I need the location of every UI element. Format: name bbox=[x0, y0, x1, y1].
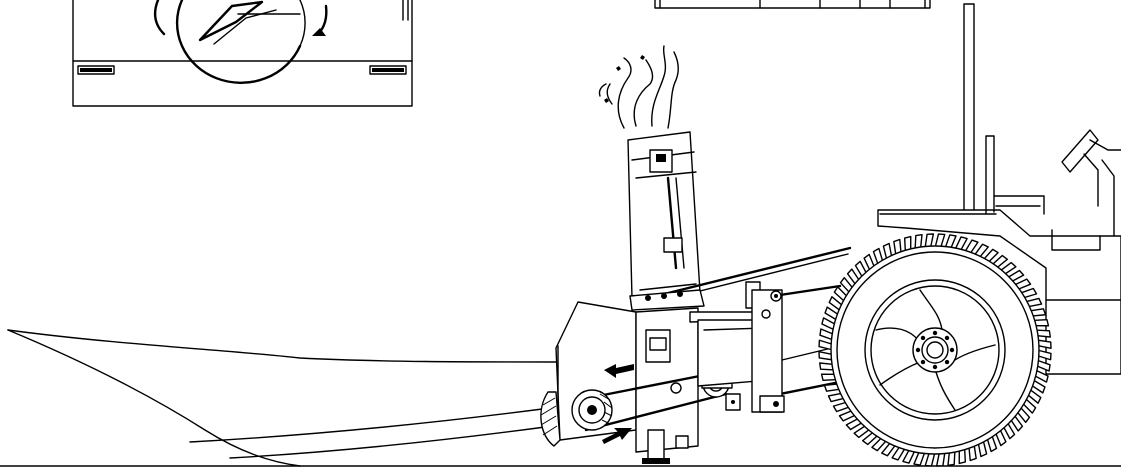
lug-nut bbox=[932, 330, 938, 336]
inset-frame bbox=[72, 0, 413, 107]
skid-shoe bbox=[647, 429, 665, 461]
lug-nut bbox=[915, 347, 921, 353]
hitch-linkage bbox=[629, 246, 852, 413]
wheel-spokes bbox=[875, 289, 996, 411]
snow-spray bbox=[598, 45, 679, 129]
tractor-hood bbox=[877, 209, 1121, 375]
lug-nuts bbox=[915, 330, 955, 370]
top-panel-fragment bbox=[654, 0, 931, 9]
rotation-arrowhead bbox=[312, 28, 326, 36]
front-tire bbox=[818, 233, 1052, 467]
impeller-blade bbox=[198, 0, 264, 42]
lug-nut bbox=[920, 359, 926, 365]
inset-feet bbox=[77, 65, 407, 75]
snow-drift bbox=[7, 329, 561, 467]
inset-detail bbox=[72, 0, 413, 107]
lift-frame bbox=[751, 289, 783, 413]
lug-nut bbox=[920, 335, 926, 341]
rops-bar bbox=[963, 3, 975, 211]
lug-nut bbox=[944, 335, 950, 341]
lug-nut bbox=[944, 359, 950, 365]
belt-direction-arrow-bottom bbox=[602, 428, 632, 444]
lug-nut bbox=[932, 364, 938, 370]
tractor-body bbox=[877, 3, 1121, 375]
lug-nut bbox=[949, 347, 955, 353]
belt-direction-arrow-top bbox=[604, 364, 634, 378]
steering-wheel bbox=[1061, 129, 1099, 173]
impeller-housing-detail bbox=[153, 0, 328, 84]
chute-crank-rod bbox=[638, 246, 852, 302]
housing-circle-arc bbox=[175, 0, 302, 84]
rotation-arrow-left bbox=[153, 0, 166, 36]
tractor-seat bbox=[985, 135, 995, 215]
discharge-chute bbox=[627, 131, 701, 299]
